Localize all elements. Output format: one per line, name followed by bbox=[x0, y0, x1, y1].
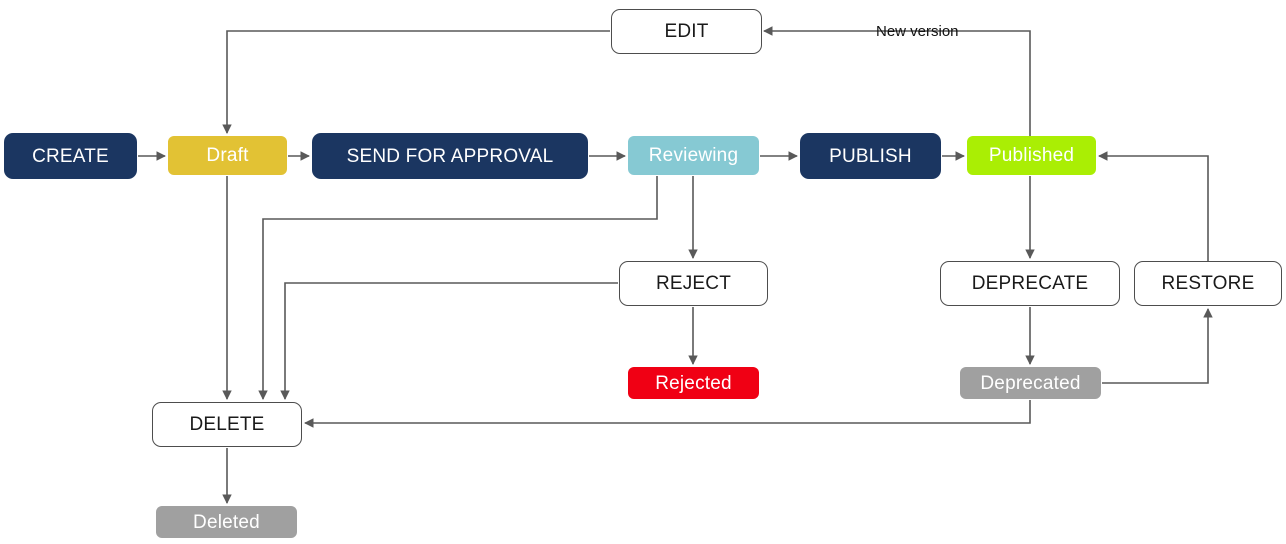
node-send-for-approval[interactable]: SEND FOR APPROVAL bbox=[312, 133, 588, 179]
node-edit[interactable]: EDIT bbox=[611, 9, 762, 54]
edge-deprecated-to-delete bbox=[304, 400, 1031, 428]
node-rejected[interactable]: Rejected bbox=[628, 367, 759, 399]
node-create[interactable]: CREATE bbox=[4, 133, 137, 179]
node-restore[interactable]: RESTORE bbox=[1134, 261, 1282, 306]
node-draft[interactable]: Draft bbox=[168, 136, 287, 175]
node-published-label: Published bbox=[988, 145, 1075, 166]
edge-edit-to-draft bbox=[222, 30, 610, 134]
node-delete-label: DELETE bbox=[189, 414, 265, 435]
node-reject-label: REJECT bbox=[655, 273, 732, 294]
node-reviewing-label: Reviewing bbox=[648, 145, 739, 166]
node-draft-label: Draft bbox=[206, 145, 249, 166]
node-published[interactable]: Published bbox=[967, 136, 1096, 175]
edge-label-new-version: New version bbox=[876, 24, 959, 39]
node-restore-label: RESTORE bbox=[1161, 273, 1255, 294]
edge-reviewing-to-delete bbox=[258, 176, 658, 400]
edge-restore-to-published bbox=[1098, 151, 1209, 261]
node-rejected-label: Rejected bbox=[655, 372, 732, 394]
node-send-for-approval-label: SEND FOR APPROVAL bbox=[346, 145, 554, 167]
node-deleted-label: Deleted bbox=[193, 511, 260, 533]
node-reviewing[interactable]: Reviewing bbox=[628, 136, 759, 175]
edge-reject-to-delete bbox=[280, 282, 618, 400]
node-delete[interactable]: DELETE bbox=[152, 402, 302, 447]
node-deprecate[interactable]: DEPRECATE bbox=[940, 261, 1120, 306]
node-deprecated[interactable]: Deprecated bbox=[960, 367, 1101, 399]
node-deprecated-label: Deprecated bbox=[980, 372, 1081, 394]
node-deleted[interactable]: Deleted bbox=[156, 506, 297, 538]
edge-published-to-edit bbox=[763, 26, 1031, 136]
edge-deprecated-to-restore bbox=[1102, 308, 1213, 384]
edge-label-new-version-text: New version bbox=[876, 23, 959, 40]
node-publish-label: PUBLISH bbox=[829, 145, 912, 167]
node-deprecate-label: DEPRECATE bbox=[971, 273, 1089, 294]
node-create-label: CREATE bbox=[32, 145, 109, 167]
node-edit-label: EDIT bbox=[664, 21, 709, 42]
node-publish[interactable]: PUBLISH bbox=[800, 133, 941, 179]
node-reject[interactable]: REJECT bbox=[619, 261, 768, 306]
